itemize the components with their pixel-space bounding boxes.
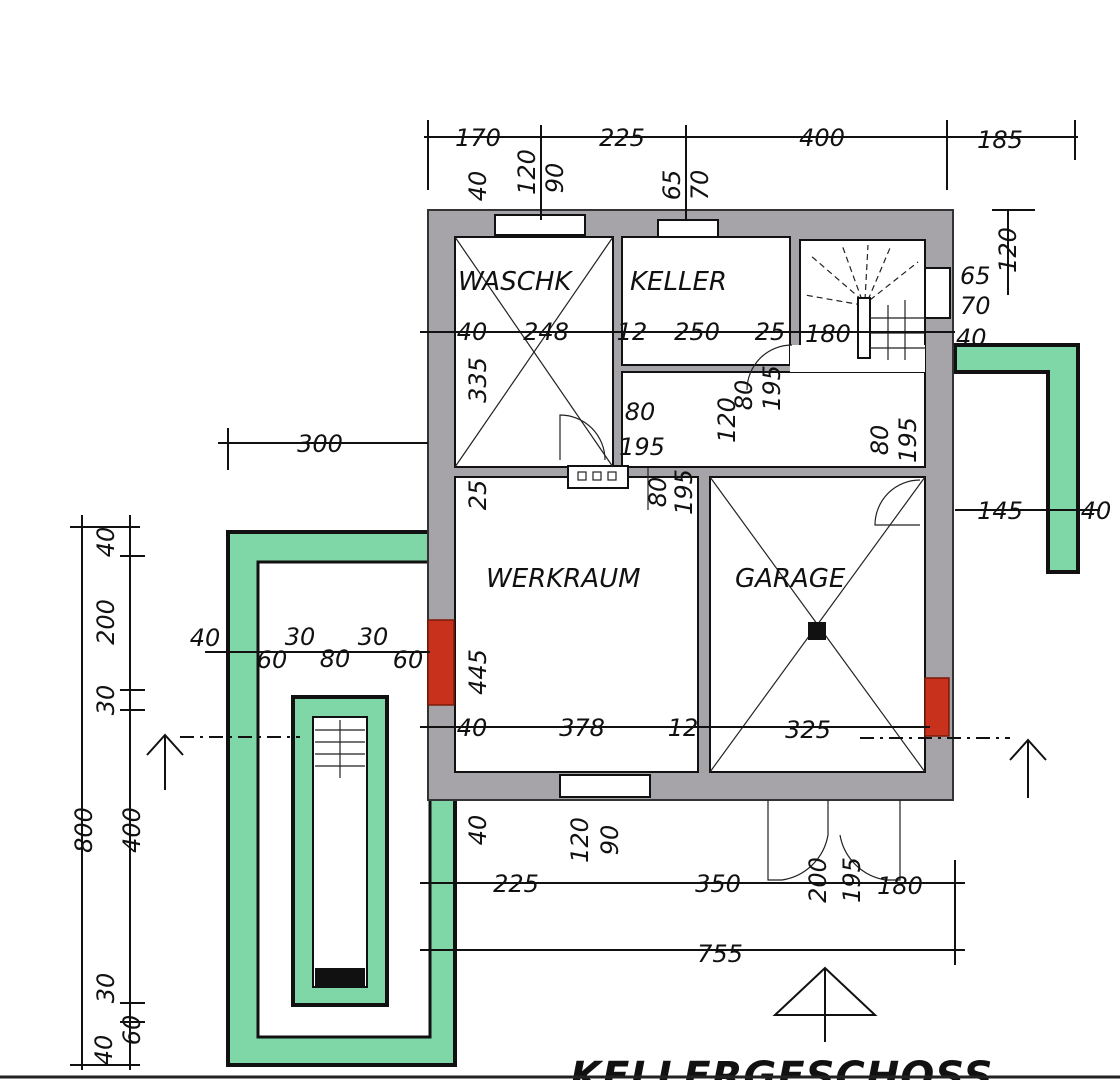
dim-label: 185 [977,126,1023,154]
dim-label: 12 [617,318,648,346]
dim-label: 400 [118,807,146,853]
flue [607,471,617,481]
dim-label: 200 [92,599,120,645]
dim-label: 40 [90,1035,118,1066]
lightwell-dimensions: 40 60 30 80 30 60 [190,623,424,674]
dim-label: 30 [285,623,316,651]
dimension-lines [70,120,1100,1070]
dim-label: 180 [805,320,851,348]
dim-label: 25 [755,318,786,346]
north-entry-arrow-icon [772,966,878,1042]
dim-label: 40 [1081,497,1112,525]
room-werkraum [454,476,699,773]
staircase-icon [804,244,919,306]
chimney-flue-left [427,619,455,706]
dim-label: 40 [464,815,492,846]
dim-label: 225 [493,870,539,898]
dim-label: 40 [190,624,221,652]
dim-label: 80 [866,425,894,456]
dim-label: 90 [596,825,624,856]
dim-label: 445 [464,649,492,695]
dim-label: 40 [457,318,488,346]
left-column-dimensions: 40 200 30 400 800 30 60 40 [70,527,146,1066]
dim-label: 800 [70,807,98,853]
retaining-wall-right [953,343,1080,574]
dim-label: 80 [644,477,672,508]
dim-label: 300 [297,430,343,458]
dim-label: 12 [668,714,699,742]
window [657,219,719,238]
dim-label: 60 [257,646,288,674]
dim-label: 250 [674,318,720,346]
floor-drain-icon [808,622,826,640]
dim-label: 70 [686,170,714,201]
chimney [567,465,629,489]
dim-label: 40 [956,324,987,352]
dim-label: 80 [625,398,656,426]
dim-label: 400 [799,124,845,152]
dim-label: 200 [804,857,832,903]
dim-label: 195 [838,857,866,903]
door-swings [559,344,921,881]
dim-label: 30 [358,623,389,651]
room-label-werkraum: WERKRAUM [486,564,641,594]
dim-label: 120 [566,817,594,863]
dim-label: 180 [877,872,923,900]
dim-label: 25 [464,480,492,511]
dim-label: 65 [658,170,686,201]
grate [315,968,365,986]
hallway [621,371,926,468]
dim-label: 80 [320,645,351,673]
dim-label: 120 [713,397,741,443]
flue [577,471,587,481]
dim-label: 80 [730,380,758,411]
upper-row-dimensions: 40 248 12 250 25 180 80 195 120 80 195 8… [297,318,1111,845]
top-dimensions: 170 225 400 185 40 120 90 65 70 120 [455,124,1023,273]
dim-label: 170 [455,124,501,152]
stair-newel [857,297,871,359]
dim-label: 40 [457,714,488,742]
room-keller [621,236,791,366]
lightwell-pit [312,716,368,988]
room-label-garage: GARAGE [735,564,846,594]
window [924,267,951,319]
flue [592,471,602,481]
dim-label: 378 [559,714,605,742]
dim-label: 40 [92,527,120,558]
dim-label: 120 [513,149,541,195]
dim-label: 30 [92,973,120,1004]
dim-label: 335 [464,357,492,403]
dim-label: 195 [619,433,665,461]
room-label-waschk: WASCHK [458,267,573,297]
dim-label: 90 [541,163,569,194]
dim-label: 40 [464,171,492,202]
dim-label: 248 [523,318,569,346]
right-top-dimensions: 65 70 40 [956,262,991,352]
dim-label: 70 [960,292,991,320]
section-arrow-icon [146,733,1047,798]
window [559,774,651,798]
room-label-keller: KELLER [630,267,727,297]
dim-label: 60 [118,1015,146,1046]
dim-label: 350 [695,870,741,898]
dim-label: 145 [977,497,1023,525]
dim-label: 325 [785,716,831,744]
dim-label: 120 [994,227,1022,273]
dim-label: 195 [670,469,698,515]
dim-label: 755 [697,940,743,968]
dim-label: 195 [894,417,922,463]
dim-label: 65 [960,262,991,290]
dim-label: 30 [92,685,120,716]
dim-label: 60 [393,646,424,674]
dim-label: 195 [758,365,786,411]
lightwell-steps-icon [315,720,365,778]
dim-label: 225 [599,124,645,152]
lower-dimensions: 40 378 12 325 120 90 225 350 200 195 180… [457,714,923,968]
